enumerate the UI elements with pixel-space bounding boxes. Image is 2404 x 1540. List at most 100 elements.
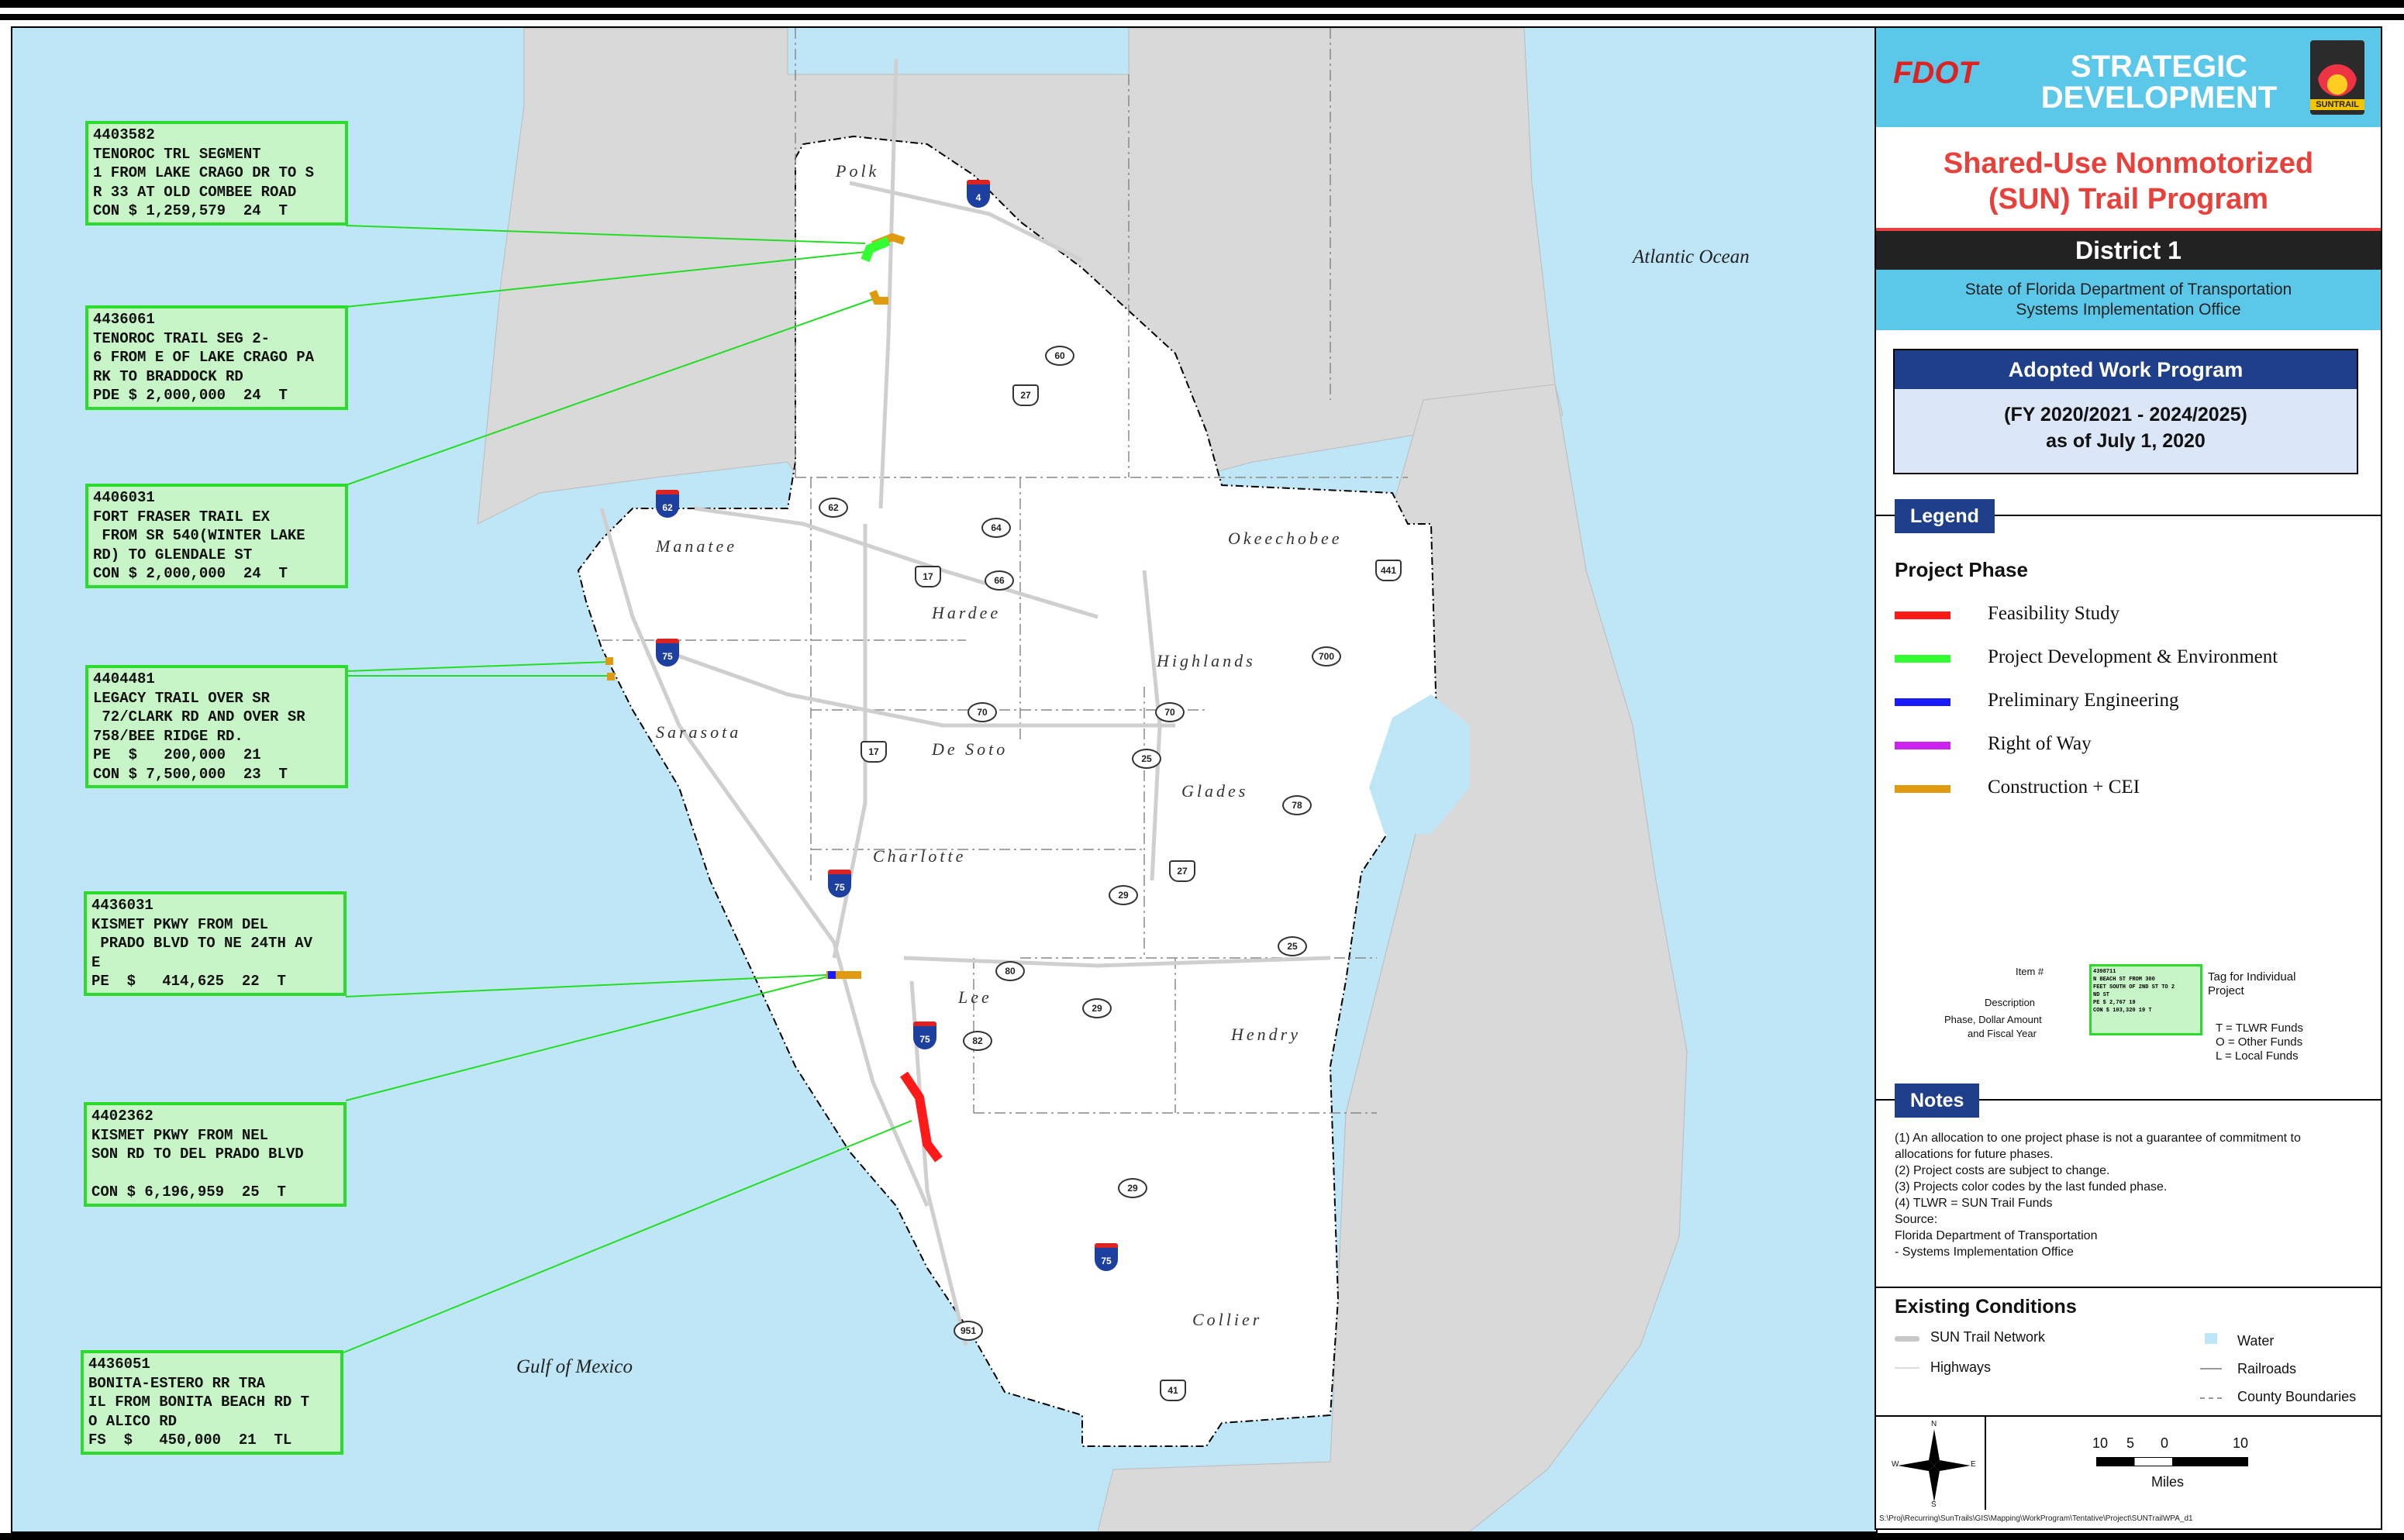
notes-tab: Notes xyxy=(1895,1084,1980,1118)
sr60-shield: 60 xyxy=(1045,346,1074,366)
program-title-line1: Shared-Use Nonmotorized xyxy=(1943,147,2314,180)
district-banner: District 1 xyxy=(1876,231,2381,270)
county-label-charlotte: Charlotte xyxy=(873,846,967,866)
project-line: KISMET PKWY FROM NEL xyxy=(91,1126,269,1144)
state-line2: Systems Implementation Office xyxy=(2016,301,2241,319)
strategic-text: STRATEGIC xyxy=(2070,50,2248,84)
us441-shield: 441 xyxy=(1375,560,1402,581)
county-label-polk: Polk xyxy=(836,161,880,181)
project-line: 1 FROM LAKE CRAGO DR TO S xyxy=(93,164,315,181)
project-line: TENOROC TRL SEGMENT xyxy=(93,145,261,163)
development-text: DEVELOPMENT xyxy=(2040,81,2278,115)
project-line: RD) TO GLENDALE ST xyxy=(93,546,253,563)
railroads-swatch xyxy=(2200,1368,2222,1369)
segment-4436051 xyxy=(900,1071,943,1163)
project-line: O ALICO RD xyxy=(88,1412,178,1430)
map-canvas[interactable]: Atlantic Ocean Gulf of Mexico Polk Manat… xyxy=(11,26,1878,1533)
county-label-highlands: Highlands xyxy=(1157,651,1256,670)
county-label-hardee: Hardee xyxy=(932,603,1002,622)
frame-top-inner xyxy=(0,14,2404,20)
compass-s: S xyxy=(1931,1500,1937,1509)
sample-line: CON $ 103,320 19 T xyxy=(2093,1008,2152,1014)
panel-header: FDOT STRATEGIC DEVELOPMENT SUNTRAIL xyxy=(1876,28,2381,127)
label-atlantic-ocean: Atlantic Ocean xyxy=(1633,246,1750,267)
sample-line: PE $ 2,767 19 xyxy=(2093,1000,2136,1006)
legend-swatch xyxy=(1895,698,1950,706)
sr62-shield: 62 xyxy=(819,498,848,518)
project-id: 4403582 xyxy=(93,126,155,143)
project-line: BONITA-ESTERO RR TRA xyxy=(88,1374,266,1392)
legend-swatch xyxy=(1895,612,1950,619)
project-line: 758/BEE RIDGE RD. xyxy=(93,727,243,745)
project-line: TENOROC TRAIL SEG 2- xyxy=(93,329,271,347)
county-label-sarasota: Sarasota xyxy=(656,722,742,742)
legend-label: Construction + CEI xyxy=(1988,777,2140,798)
project-line: PRADO BLVD TO NE 24TH AV xyxy=(91,935,313,952)
map-graphics xyxy=(341,28,1688,1531)
project-line: CON $ 2,000,000 24 T xyxy=(93,565,288,582)
us17-shield-south: 17 xyxy=(861,741,887,763)
legend-label: Preliminary Engineering xyxy=(1988,690,2179,711)
county-label-desoto: De Soto xyxy=(932,739,1009,759)
fdot-logo-text: FDOT xyxy=(1893,56,1978,90)
sample-description-label: Description xyxy=(1985,997,2036,1008)
scale-tick-5: 5 xyxy=(2126,1435,2135,1451)
sr66-shield: 66 xyxy=(985,570,1014,591)
sr25-shield-north: 25 xyxy=(1132,749,1161,769)
project-line: E xyxy=(91,953,101,971)
project-tag-4403582[interactable]: 4403582 TENOROC TRL SEGMENT 1 FROM LAKE … xyxy=(85,121,348,226)
project-id: 4406031 xyxy=(93,489,155,506)
project-tag-4436061[interactable]: 4436061 TENOROC TRAIL SEG 2- 6 FROM E OF… xyxy=(85,305,348,410)
project-segments xyxy=(605,233,943,1163)
highways-swatch xyxy=(1895,1367,1919,1369)
county-label-manatee: Manatee xyxy=(656,536,737,556)
scale-separator xyxy=(1985,1415,1986,1510)
project-id: 4436061 xyxy=(93,311,155,328)
highways-label: Highways xyxy=(1930,1359,1992,1375)
land-east xyxy=(1097,384,1688,1531)
fdot-logo: FDOT xyxy=(1893,56,1978,91)
highway-network xyxy=(599,58,1331,1346)
compass-n: N xyxy=(1931,1420,1937,1428)
county-label-glades: Glades xyxy=(1181,781,1249,801)
project-line: CON $ 1,259,579 24 T xyxy=(93,202,288,219)
project-id: 4404481 xyxy=(93,670,155,687)
project-id: 4436031 xyxy=(91,897,153,914)
project-line: CON $ 7,500,000 23 T xyxy=(93,765,288,783)
project-id: 4436051 xyxy=(88,1356,150,1373)
project-line: FROM SR 540(WINTER LAKE xyxy=(93,527,305,544)
project-tag-4402362[interactable]: 4402362 KISMET PKWY FROM NEL SON RD TO D… xyxy=(84,1102,347,1207)
segment-4436061 xyxy=(861,236,891,263)
existing-divider xyxy=(1876,1287,2381,1288)
suntrail-logo-text: SUNTRAIL xyxy=(2310,99,2364,110)
frame-bottom xyxy=(0,1533,2404,1540)
project-line: PE $ 414,625 22 T xyxy=(91,973,286,990)
sample-tag: 4398711 N BEACH ST FROM 300 FEET SOUTH O… xyxy=(2089,964,2202,1035)
water-swatch xyxy=(2205,1333,2217,1344)
scale-unit: Miles xyxy=(2151,1474,2185,1490)
railroads-label: Railroads xyxy=(2237,1361,2297,1376)
us27-shield-south: 27 xyxy=(1169,860,1195,882)
county-label-lee: Lee xyxy=(958,987,992,1007)
sr29-shield-north: 29 xyxy=(1109,885,1138,905)
project-tag-4404481[interactable]: 4404481 LEGACY TRAIL OVER SR 72/CLARK RD… xyxy=(85,665,348,788)
project-tag-4406031[interactable]: 4406031 FORT FRASER TRAIL EX FROM SR 540… xyxy=(85,484,348,588)
sr70-shield-east: 70 xyxy=(1155,702,1185,722)
scale-tick-10b: 10 xyxy=(2233,1435,2249,1451)
scale-tick-0: 0 xyxy=(2161,1435,2169,1451)
sample-item-label: Item # xyxy=(2016,966,2044,977)
project-line: 72/CLARK RD AND OVER SR xyxy=(93,708,305,725)
legend-swatch xyxy=(1895,742,1950,749)
funds-l-label: L = Local Funds xyxy=(2216,1049,2299,1063)
notes-text: (1) An allocation to one project phase i… xyxy=(1895,1132,2301,1259)
project-tag-4436031[interactable]: 4436031 KISMET PKWY FROM DEL PRADO BLVD … xyxy=(84,891,347,996)
existing-conditions-title: Existing Conditions xyxy=(1895,1296,2077,1318)
project-line: FORT FRASER TRAIL EX xyxy=(93,508,271,525)
label-gulf-of-mexico: Gulf of Mexico xyxy=(516,1356,633,1377)
strategic-development-title: STRATEGIC DEVELOPMENT xyxy=(2008,51,2310,113)
funds-t-label: T = TLWR Funds xyxy=(2216,1021,2303,1035)
compass-e: E xyxy=(1971,1460,1976,1469)
sun-trail-label: SUN Trail Network xyxy=(1930,1329,2046,1345)
project-tag-4436051[interactable]: 4436051 BONITA-ESTERO RR TRA IL FROM BON… xyxy=(81,1350,343,1455)
legend-swatch xyxy=(1895,785,1950,793)
